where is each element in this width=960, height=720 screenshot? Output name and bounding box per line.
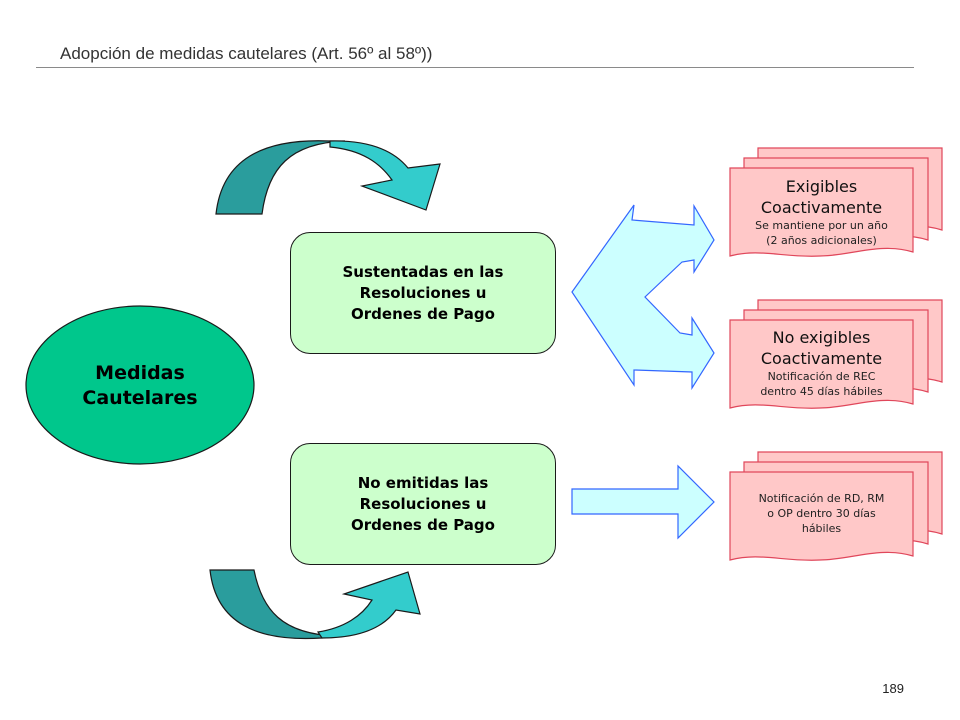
title-divider xyxy=(36,67,914,68)
outcome-no-exigibles-note: Notificación de REC dentro 45 días hábil… xyxy=(760,370,883,398)
outcome-exigibles-title: Exigibles Coactivamente xyxy=(760,177,883,217)
outcome-notificacion-note: Notificación de RD, RM o OP dentro 30 dí… xyxy=(758,492,885,535)
branch-no-emitidas: No emitidas las Resoluciones u Ordenes d… xyxy=(290,443,556,565)
curved-arrow-top-icon xyxy=(215,140,441,215)
outcome-exigibles: Exigibles Coactivamente Se mantiene por … xyxy=(730,176,913,248)
outcome-no-exigibles-title: No exigibles Coactivamente xyxy=(760,328,883,368)
root-node-label: Medidas Cautelares xyxy=(82,362,198,409)
page-number: 189 xyxy=(882,681,904,696)
document-stack-exigibles xyxy=(729,147,943,257)
outcome-exigibles-note: Se mantiene por un año (2 años adicional… xyxy=(755,219,888,247)
right-arrow-icon xyxy=(571,464,715,540)
outcome-no-exigibles: No exigibles Coactivamente Notificación … xyxy=(730,327,913,399)
page-title: Adopción de medidas cautelares (Art. 56º… xyxy=(60,44,433,63)
split-arrow-icon xyxy=(571,203,715,391)
curved-arrow-bottom-icon xyxy=(209,569,421,640)
root-node xyxy=(25,305,255,465)
document-stack-notificacion xyxy=(729,451,943,561)
document-stack-no-exigibles xyxy=(729,299,943,409)
branch-sustentadas: Sustentadas en las Resoluciones u Ordene… xyxy=(290,232,556,354)
outcome-notificacion: Notificación de RD, RM o OP dentro 30 dí… xyxy=(730,491,913,536)
